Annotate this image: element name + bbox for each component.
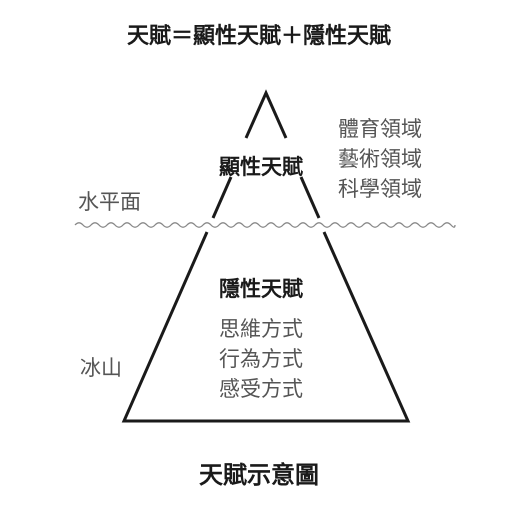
implicit-talent-label: 隱性天賦 [219, 277, 303, 301]
implicit-item-behavior: 行為方式 [219, 347, 303, 371]
iceberg-label: 冰山 [80, 356, 122, 380]
implicit-item-thinking: 思維方式 [219, 317, 303, 341]
explicit-item-sports: 體育領域 [338, 117, 422, 141]
iceberg-left-upper-edge [211, 176, 233, 219]
iceberg-body [121, 231, 411, 423]
water-line [74, 222, 456, 228]
diagram-caption: 天賦示意圖 [199, 461, 319, 489]
iceberg-tip [244, 89, 288, 139]
implicit-item-feeling: 感受方式 [219, 377, 303, 401]
explicit-item-arts: 藝術領域 [338, 147, 422, 171]
implicit-talent-list: 思維方式 行為方式 感受方式 [219, 314, 303, 404]
explicit-talent-label: 顯性天賦 [219, 155, 303, 179]
water-level-label: 水平面 [78, 190, 141, 214]
explicit-item-science: 科學領域 [338, 177, 422, 201]
formula-title: 天賦＝顯性天賦＋隱性天賦 [126, 24, 391, 49]
explicit-talent-list: 體育領域 藝術領域 科學領域 [338, 114, 422, 204]
iceberg-right-upper-edge [299, 176, 321, 219]
